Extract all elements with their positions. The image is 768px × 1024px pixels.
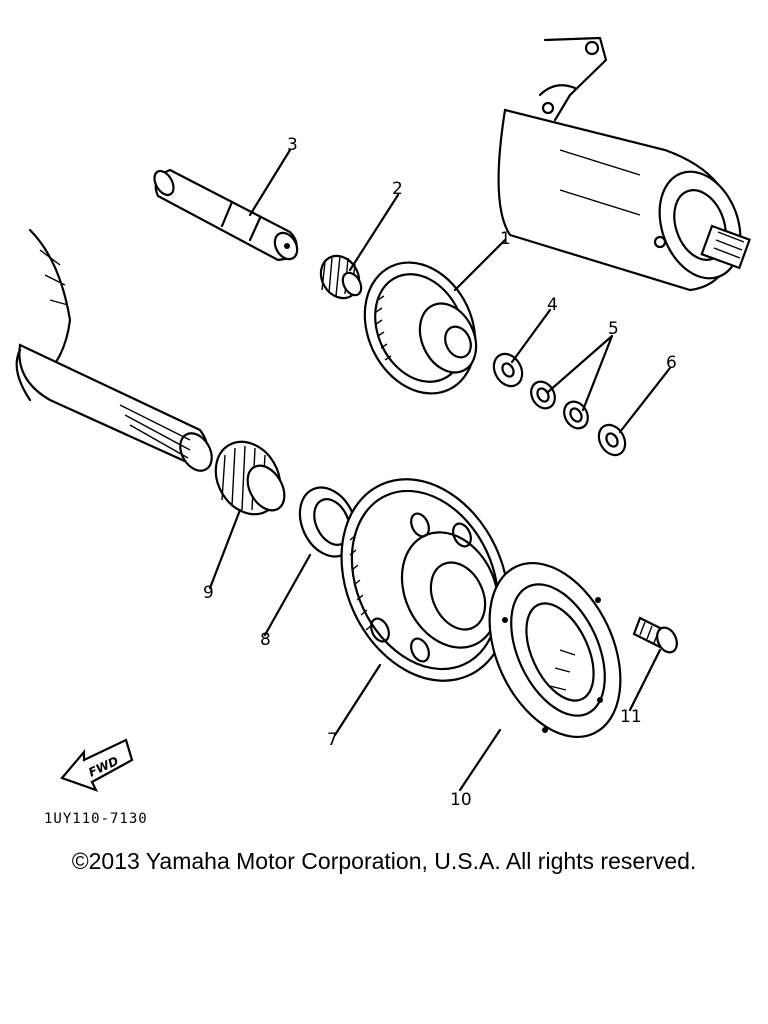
exploded-parts-diagram: 1 2 3 4 5 6 7 8 9 10 11 FWD 1UY110-7130 bbox=[15, 36, 751, 827]
circlip-5b bbox=[563, 400, 589, 430]
one-way-clutch bbox=[488, 561, 622, 739]
callout-3: 3 bbox=[287, 135, 298, 155]
callout-labels: 1 2 3 4 5 6 7 8 9 10 11 bbox=[203, 135, 677, 810]
idler-gear bbox=[363, 261, 478, 395]
callout-1: 1 bbox=[500, 229, 511, 249]
fwd-arrow-icon: FWD bbox=[60, 738, 134, 792]
needle-bearing-large bbox=[214, 440, 286, 516]
bolt bbox=[632, 616, 678, 654]
washer-6 bbox=[597, 423, 627, 457]
starter-wheel-gear bbox=[340, 478, 510, 682]
callout-5: 5 bbox=[608, 319, 619, 339]
circlip-5a bbox=[530, 380, 556, 410]
crankshaft bbox=[15, 228, 213, 472]
callout-9: 9 bbox=[203, 583, 214, 603]
callout-8: 8 bbox=[260, 630, 271, 650]
needle-bearing-small bbox=[319, 254, 363, 300]
copyright-notice: ©2013 Yamaha Motor Corporation, U.S.A. A… bbox=[71, 848, 697, 874]
drawing-code: 1UY110-7130 bbox=[44, 811, 148, 827]
callout-7: 7 bbox=[327, 730, 338, 750]
shaft bbox=[153, 168, 299, 262]
callout-2: 2 bbox=[392, 179, 403, 199]
callout-11: 11 bbox=[620, 707, 642, 727]
starter-motor bbox=[497, 36, 751, 292]
leader-lines bbox=[208, 148, 672, 792]
callout-4: 4 bbox=[547, 295, 558, 315]
callout-6: 6 bbox=[666, 353, 677, 373]
callout-10: 10 bbox=[450, 790, 472, 810]
washer-4 bbox=[492, 352, 524, 388]
